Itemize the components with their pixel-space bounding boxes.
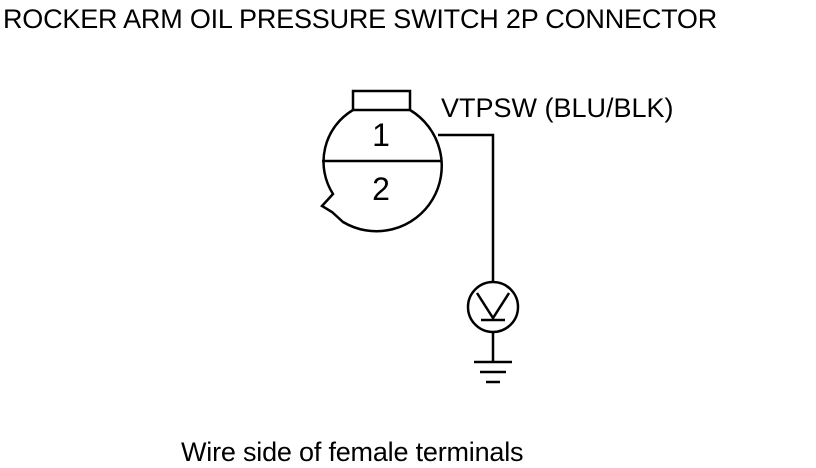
connector-2p xyxy=(320,89,443,233)
diagram-title: ROCKER ARM OIL PRESSURE SWITCH 2P CONNEC… xyxy=(3,4,718,34)
terminal-1-label: 1 xyxy=(372,117,390,153)
terminal-2-label: 2 xyxy=(372,171,390,207)
diagram-caption: Wire side of female terminals xyxy=(181,437,524,467)
wire-vtpsw xyxy=(438,133,495,282)
connector-body xyxy=(320,108,443,233)
wire-label: VTPSW (BLU/BLK) xyxy=(441,93,674,123)
ground-icon xyxy=(474,360,512,384)
voltmeter-icon xyxy=(466,280,520,362)
connector-lock-tab xyxy=(351,89,412,112)
